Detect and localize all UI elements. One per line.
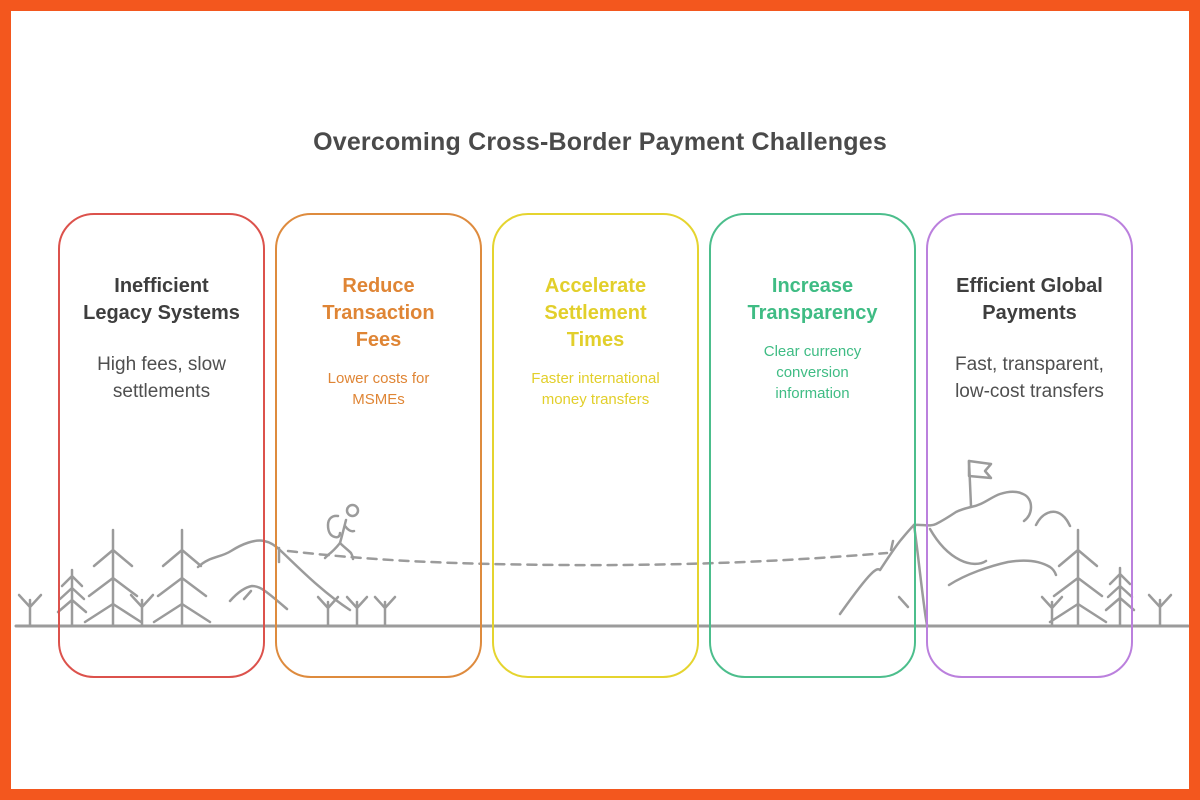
card-title: Accelerate Settlement Times — [544, 275, 647, 351]
landscape-strokes — [14, 459, 1189, 628]
pine-tree-icon — [1048, 528, 1136, 628]
card-subtitle: Clear currency conversion information — [763, 343, 862, 402]
pine-tree-icon — [56, 528, 212, 628]
page-title: Overcoming Cross-Border Payment Challeng… — [313, 128, 887, 156]
shrub-icon — [17, 593, 397, 628]
dashed-trail — [286, 549, 889, 567]
card-title: Efficient Global Payments — [956, 275, 1103, 324]
challenge-cards: Inefficient Legacy Systems High fees, sl… — [58, 213, 1133, 678]
card-title: Inefficient Legacy Systems — [83, 275, 240, 324]
card-subtitle: Fast, transparent, low-cost transfers — [955, 354, 1104, 402]
card-title: Reduce Transaction Fees — [322, 275, 435, 351]
card-subtitle: Lower costs for MSMEs — [327, 370, 430, 408]
mountain — [838, 490, 1072, 627]
card-subtitle: Faster international money transfers — [531, 370, 660, 408]
card-efficient-global-payments: Efficient Global Payments Fast, transpar… — [926, 213, 1133, 678]
flag-icon — [967, 459, 993, 508]
shrub-icon — [1040, 593, 1173, 628]
card-accelerate-settlement-times: Accelerate Settlement Times Faster inter… — [492, 213, 699, 678]
card-title: Increase Transparency — [747, 275, 878, 324]
card-subtitle: High fees, slow settlements — [97, 354, 226, 402]
card-increase-transparency: Increase Transparency Clear currency con… — [709, 213, 916, 678]
card-inefficient-legacy-systems: Inefficient Legacy Systems High fees, sl… — [58, 213, 265, 678]
card-reduce-transaction-fees: Reduce Transaction Fees Lower costs for … — [275, 213, 482, 678]
